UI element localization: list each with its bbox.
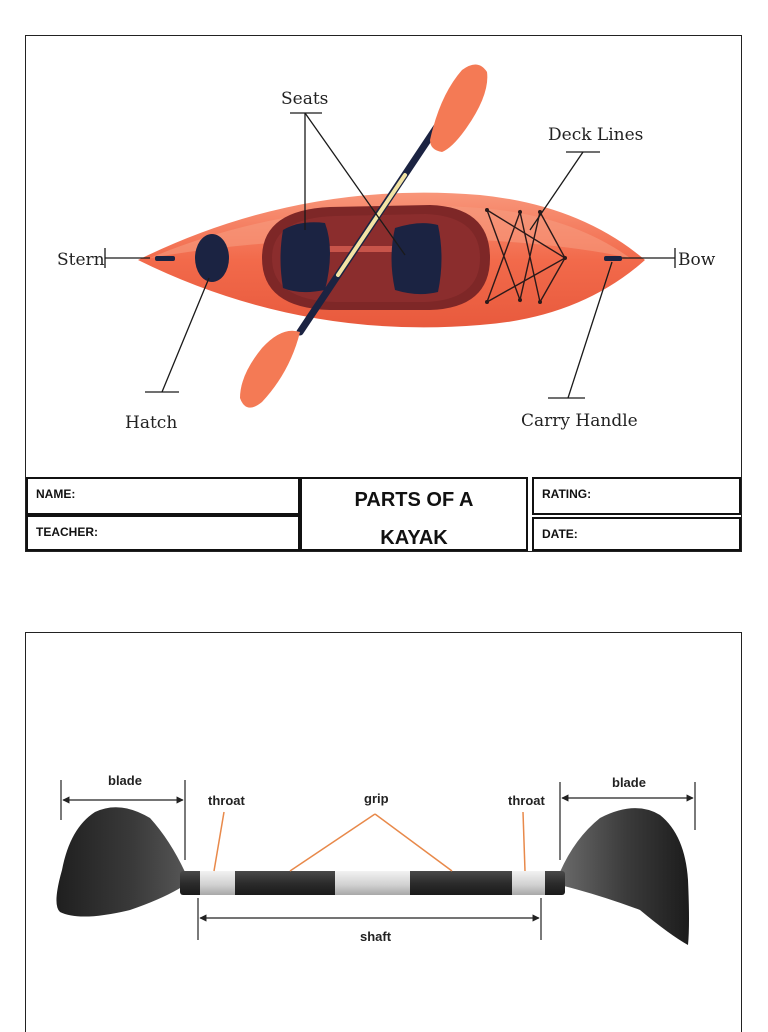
worksheet-title: PARTS OF A KAYAK [300, 477, 528, 551]
stern-carry-handle [155, 256, 175, 261]
bow-carry-handle [604, 256, 622, 261]
rating-field[interactable]: RATING: [532, 477, 741, 515]
throat-right-label: throat [508, 793, 546, 808]
paddle-blade-right [560, 808, 689, 945]
hatch-cover [195, 234, 229, 282]
throat-left-leader [213, 811, 225, 872]
deck-lines-label: Deck Lines [548, 125, 643, 145]
teacher-field[interactable]: TEACHER: [26, 515, 300, 551]
paddle-blade-left [56, 807, 185, 917]
paddle-blade-bottom [240, 330, 300, 408]
title-line-2: KAYAK [380, 527, 448, 549]
paddle [240, 64, 488, 408]
blade-left-label: blade [108, 773, 142, 788]
rating-label: RATING: [542, 487, 592, 501]
seats-label: Seats [281, 89, 328, 109]
bow-label: Bow [678, 250, 716, 270]
rear-seat [280, 222, 330, 293]
grip-leader-left [289, 813, 376, 872]
title-line-1: PARTS OF A [354, 489, 474, 511]
throat-band-left [200, 871, 235, 895]
carry-handle-label: Carry Handle [521, 411, 638, 431]
grip-label: grip [364, 791, 389, 806]
kayak-diagram: Seats Deck Lines Stern Bow Hatch Carry H… [57, 64, 716, 433]
hatch-label: Hatch [125, 413, 177, 433]
hatch-leader [161, 277, 210, 393]
carry-handle-leader [567, 261, 613, 399]
shaft-label: shaft [360, 929, 392, 944]
deck-lines-leader [529, 151, 584, 231]
throat-left-label: throat [208, 793, 246, 808]
paddle-blade-top [430, 64, 488, 152]
date-label: DATE: [542, 527, 578, 541]
grip-leader-right [374, 813, 453, 872]
grip-band [335, 871, 410, 895]
throat-band-right [512, 871, 545, 895]
name-field[interactable]: NAME: [26, 477, 300, 515]
throat-right-leader [522, 811, 526, 872]
blade-right-label: blade [612, 775, 646, 790]
front-seat [391, 223, 442, 295]
date-field[interactable]: DATE: [532, 517, 741, 551]
teacher-label: TEACHER: [36, 525, 98, 539]
name-label: NAME: [36, 487, 76, 501]
seats-leader-front [304, 112, 406, 256]
stern-label: Stern [57, 250, 105, 270]
